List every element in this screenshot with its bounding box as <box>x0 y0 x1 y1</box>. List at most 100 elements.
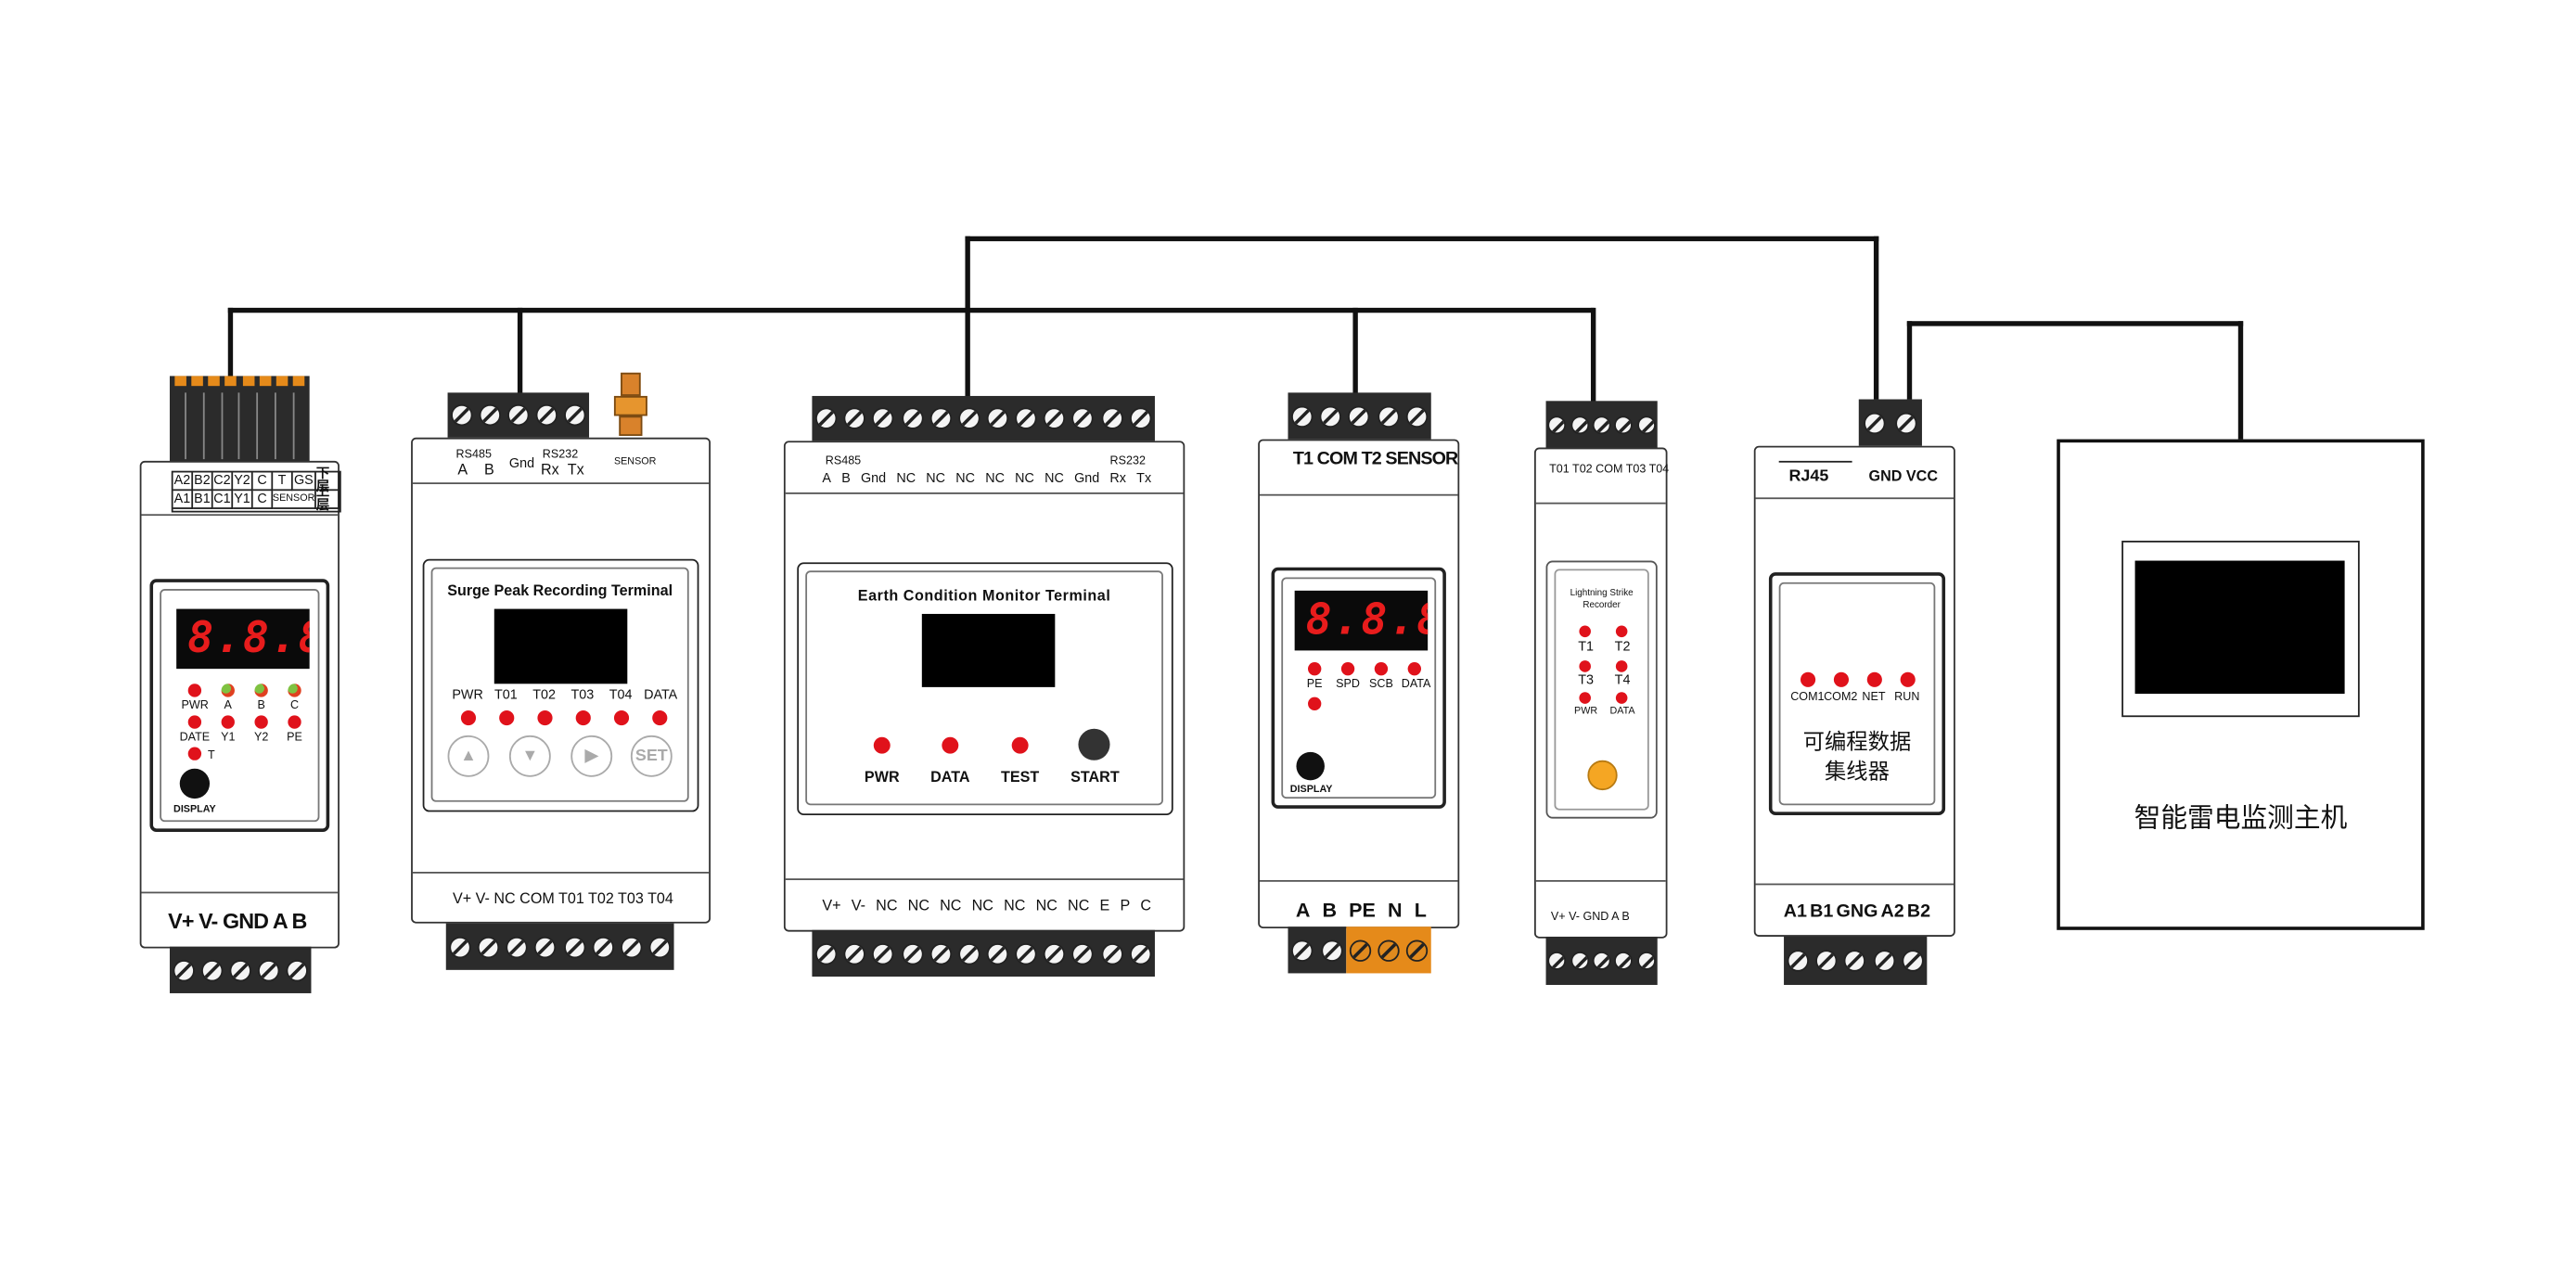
m2-led-t04 <box>613 709 630 726</box>
m5-led-pwr <box>1579 692 1591 704</box>
m1-top-gs: GS <box>292 472 316 492</box>
m4-bpin-n: N <box>1388 898 1403 922</box>
m2-label-data: DATA <box>644 686 678 703</box>
m1-label-a: A <box>224 700 232 712</box>
host-screen <box>2134 560 2345 695</box>
module3-title: Earth Condition Monitor Terminal <box>857 587 1111 605</box>
module3-bottom-connector <box>812 929 1155 978</box>
module6-name-line1: 可编程数据 <box>1802 728 1912 754</box>
module5-front-panel: Lightning Strike Recorder T1 T2 T3 T4 PW… <box>1545 560 1658 819</box>
m4-bpin-a: A <box>1295 898 1311 922</box>
m1-top-c2: C2 <box>212 472 234 492</box>
module4-front-panel: 8.8.8.8. PE SPD SCB DATA DISPLAY <box>1271 567 1446 809</box>
m5-led-data <box>1615 692 1628 704</box>
m1-top-y2: Y2 <box>233 472 253 492</box>
m1-top-b1: B1 <box>193 491 213 509</box>
module1-top-connector <box>169 376 310 463</box>
m3-bpin-p: P <box>1120 896 1131 914</box>
module2-screen <box>493 608 628 684</box>
module3-front-panel: Earth Condition Monitor Terminal PWR DAT… <box>797 562 1173 816</box>
m1-top-upper-layer: 上层 <box>315 485 340 512</box>
module5-title-line2: Recorder <box>1583 600 1621 611</box>
m1-led-t <box>187 747 202 760</box>
m1-label-c: C <box>289 700 300 712</box>
m2-label-a: A <box>457 460 468 478</box>
m2-up-button[interactable]: ▲ <box>447 735 490 777</box>
m3-start-button[interactable] <box>1078 728 1110 760</box>
wire-drop-host <box>2237 321 2244 441</box>
m4-display-button[interactable] <box>1296 751 1325 781</box>
m5-led-t2 <box>1615 625 1628 638</box>
m3-pin-tx: Tx <box>1136 470 1152 486</box>
m6-bpin-a1: A1 <box>1783 901 1808 922</box>
m2-led-t03 <box>575 709 591 726</box>
m1-display-button[interactable] <box>179 768 211 799</box>
m4-led-extra <box>1308 697 1322 710</box>
module6-rj45-label: RJ45 <box>1788 467 1829 486</box>
m1-top-c: C <box>252 472 274 492</box>
m2-label-t02: T02 <box>532 686 556 703</box>
m2-right-button[interactable]: ▶ <box>570 735 613 777</box>
module3-case: RS485 RS232 A B Gnd NC NC NC NC NC NC Gn… <box>783 441 1185 932</box>
module6-bottom-connector <box>1784 936 1928 985</box>
module6-case: RJ45 GND VCC COM1 COM2 NET RUN 可编程数据 集线器… <box>1753 445 1955 937</box>
module6-top-connector <box>1858 399 1922 446</box>
m2-label-b: B <box>484 460 494 478</box>
sensor-antenna-connector <box>610 372 650 440</box>
m5-label-pwr: PWR <box>1574 707 1598 718</box>
m1-label-pe: PE <box>287 732 302 744</box>
module5-top-connector <box>1545 401 1658 448</box>
module1-segment-display: 8.8.8.8. <box>176 608 310 670</box>
m1-top-a2: A2 <box>173 472 194 492</box>
module6-name-line2: 集线器 <box>1824 759 1890 784</box>
m5-label-t4: T4 <box>1614 671 1631 687</box>
m3-pin-nc3: NC <box>955 470 976 486</box>
m3-bpin-vminus: V- <box>851 896 866 914</box>
m6-label-run: RUN <box>1894 692 1920 704</box>
m3-pin-nc2: NC <box>926 470 946 486</box>
m4-led-spd <box>1340 661 1355 676</box>
m3-led-data <box>942 736 959 754</box>
bus-wire-horizontal-lower <box>227 307 1595 313</box>
m5-label-t3: T3 <box>1578 671 1594 687</box>
m2-label-rx: Rx <box>541 460 559 478</box>
module2-title: Surge Peak Recording Terminal <box>447 581 673 599</box>
m2-set-button[interactable]: SET <box>630 735 673 777</box>
m6-label-com1: COM1 <box>1790 692 1825 704</box>
m6-led-net <box>1866 671 1882 687</box>
m1-led-c <box>288 684 301 697</box>
m2-label-t04: T04 <box>609 686 633 703</box>
m3-pin-rx: Rx <box>1109 470 1126 486</box>
module5-bottom-pins: V+ V- GND A B <box>1550 912 1630 924</box>
m3-bpin-c: C <box>1140 896 1152 914</box>
m3-pin-nc1: NC <box>896 470 916 486</box>
wire-drop-module1 <box>227 307 234 380</box>
module1-front-panel: 8.8.8.8. PWR A B C DATE Y1 Y2 PE T DISPL… <box>149 579 330 832</box>
m2-label-sensor: SENSOR <box>613 457 657 468</box>
m1-led-y1 <box>221 715 235 729</box>
m1-top-a1: A1 <box>173 491 194 509</box>
m2-down-button[interactable]: ▼ <box>508 735 551 777</box>
wire-drop-module5 <box>1590 307 1596 403</box>
m1-led-date <box>187 715 202 729</box>
m1-label-b: B <box>257 700 265 712</box>
module5-title-line1: Lightning Strike <box>1570 589 1634 599</box>
m3-label-start: START <box>1070 768 1120 786</box>
m5-led-t3 <box>1579 660 1591 672</box>
m6-bpin-a2: A2 <box>1880 901 1904 922</box>
m3-pin-nc5: NC <box>1015 470 1034 486</box>
m1-top-y1: Y1 <box>233 491 253 509</box>
module1-case: A2 B2 C2 Y2 C T GS 下层 A1 B1 C1 Y1 C SENS… <box>139 460 341 949</box>
module5-case: T01 T02 COM T03 T04 Lightning Strike Rec… <box>1533 447 1669 939</box>
right-arrow-icon: ▶ <box>584 747 598 766</box>
m4-bpin-l: L <box>1414 898 1427 922</box>
module2-case: RS485 A B Gnd RS232 Rx Tx SENSOR Surge P… <box>411 437 711 924</box>
m4-label-display: DISPLAY <box>1289 785 1333 796</box>
m2-label-rs485: RS485 <box>455 449 492 461</box>
module3-screen <box>921 613 1056 687</box>
module4-top-pins: T1 COM T2 SENSOR <box>1292 449 1458 469</box>
m1-label-pwr: PWR <box>181 700 209 712</box>
m2-label-rs232: RS232 <box>542 449 579 461</box>
module2-front-panel: Surge Peak Recording Terminal PWR T01 T0… <box>422 558 699 812</box>
